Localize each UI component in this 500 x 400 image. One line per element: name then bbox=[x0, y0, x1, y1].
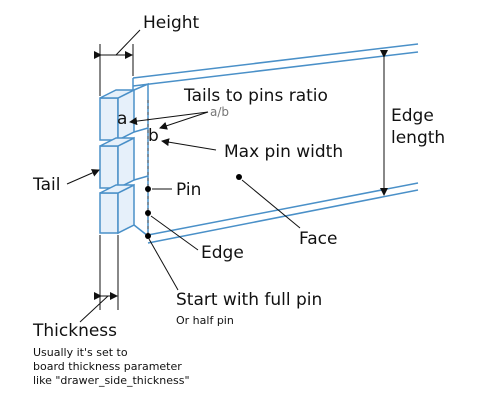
edge-length-dimension: Edge length bbox=[380, 50, 445, 196]
height-label: Height bbox=[143, 13, 200, 33]
start-with-full-pin-label: Start with full pin bbox=[176, 290, 322, 310]
pin-annotation: Pin bbox=[145, 180, 201, 200]
thickness-note-3: like "drawer_side_thickness" bbox=[33, 374, 190, 387]
start-pin-dot bbox=[145, 233, 151, 239]
pin-dot bbox=[145, 186, 151, 192]
thickness-note-2: board thickness parameter bbox=[33, 360, 182, 373]
max-pin-width-annotation: Max pin width bbox=[161, 138, 343, 162]
face-dot bbox=[236, 174, 242, 180]
start-pin-annotation: Start with full pin Or half pin bbox=[145, 233, 322, 327]
face-label: Face bbox=[299, 229, 337, 249]
edge-length-label-2: length bbox=[391, 128, 445, 148]
edge-annotation: Edge bbox=[145, 210, 244, 263]
thickness-note-1: Usually it's set to bbox=[33, 346, 128, 359]
tails-to-pins-ratio-label: Tails to pins ratio bbox=[183, 86, 328, 106]
ratio-annotation: Tails to pins ratio a/b a b bbox=[117, 86, 328, 146]
b-label: b bbox=[148, 126, 159, 146]
a-over-b-label: a/b bbox=[210, 105, 229, 119]
edge-length-label-1: Edge bbox=[391, 106, 434, 126]
tail-annotation: Tail bbox=[32, 169, 100, 195]
dovetail-joint bbox=[99, 78, 149, 238]
thickness-label: Thickness bbox=[32, 321, 117, 341]
height-dimension: Height bbox=[94, 13, 200, 96]
or-half-pin-label: Or half pin bbox=[176, 314, 234, 327]
a-label: a bbox=[117, 109, 127, 129]
face-annotation: Face bbox=[236, 174, 337, 249]
edge-dot bbox=[145, 210, 151, 216]
tail-label: Tail bbox=[32, 175, 60, 195]
max-pin-width-label: Max pin width bbox=[224, 142, 343, 162]
edge-label: Edge bbox=[201, 243, 244, 263]
thickness-dimension: Thickness Usually it's set to board thic… bbox=[32, 235, 190, 387]
pin-label: Pin bbox=[176, 180, 201, 200]
board-face bbox=[132, 43, 419, 244]
